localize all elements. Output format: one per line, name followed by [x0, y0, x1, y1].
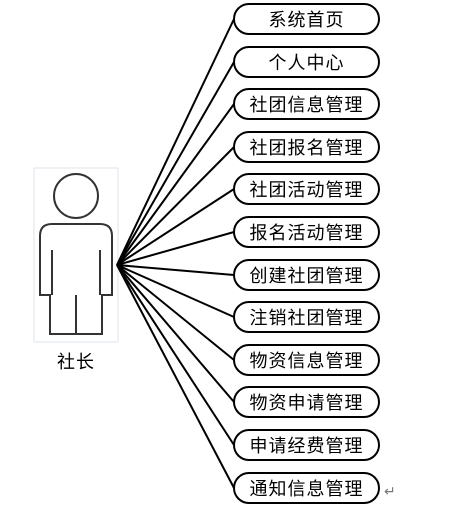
connector-line-4 [116, 146, 235, 266]
use-case-2: 个人中心 [233, 46, 380, 78]
connector-line-5 [116, 188, 235, 266]
connector-line-3 [116, 103, 235, 266]
use-case-10: 物资申请管理 [233, 386, 380, 418]
connector-line-1 [116, 18, 235, 266]
person-icon [33, 167, 119, 343]
connector-line-9 [116, 264, 235, 361]
actor-label: 社长 [57, 352, 95, 373]
connector-lines [116, 18, 235, 489]
use-case-8: 注销社团管理 [233, 301, 380, 333]
use-case-1: 系统首页 [233, 3, 380, 35]
connector-line-11 [116, 264, 235, 446]
use-case-5: 社团活动管理 [233, 173, 380, 205]
use-case-4: 社团报名管理 [233, 131, 380, 163]
connector-line-2 [116, 61, 235, 266]
connector-line-6 [116, 231, 235, 266]
connector-line-7 [116, 264, 235, 276]
use-case-3: 社团信息管理 [233, 88, 380, 120]
paragraph-mark: ↵ [384, 484, 396, 500]
use-case-11: 申请经费管理 [233, 429, 380, 461]
connector-line-8 [116, 264, 235, 318]
connector-line-10 [116, 264, 235, 403]
use-case-9: 物资信息管理 [233, 344, 380, 376]
use-case-12: 通知信息管理 [233, 472, 380, 504]
connector-line-12 [116, 264, 235, 489]
use-case-6: 报名活动管理 [233, 216, 380, 248]
use-case-7: 创建社团管理 [233, 259, 380, 291]
